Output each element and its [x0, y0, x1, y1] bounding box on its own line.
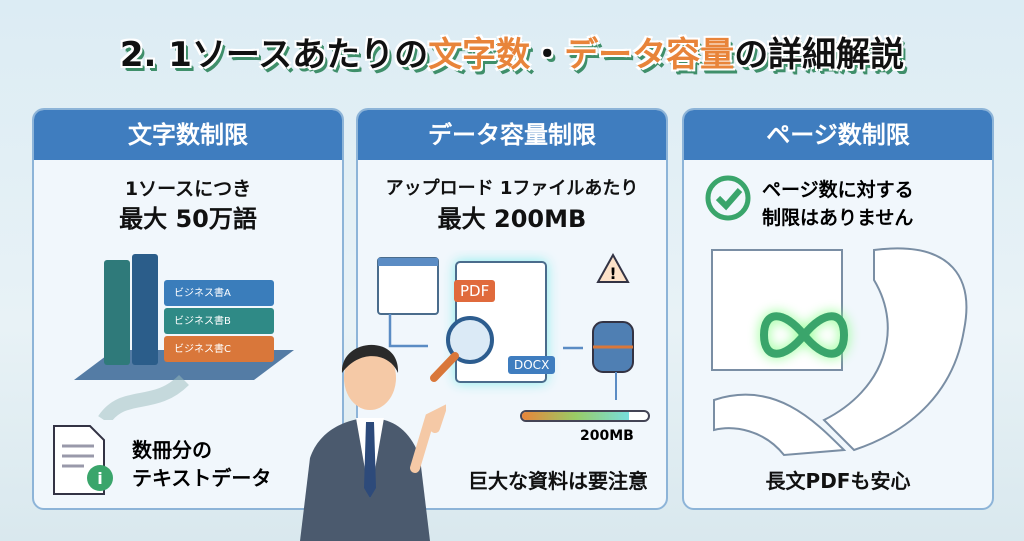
panel-header: データ容量制限 — [358, 110, 666, 160]
book-label: ビジネス書A — [174, 288, 231, 299]
svg-text:!: ! — [609, 264, 616, 283]
panel-header: 文字数制限 — [34, 110, 342, 160]
svg-text:i: i — [97, 469, 102, 488]
title-accent: データ容量 — [564, 35, 735, 75]
panel-subtitle: アップロード 1ファイルあたり最大 200MB — [358, 174, 666, 234]
docx-badge: DOCX — [508, 356, 556, 374]
panel-subtitle: 1ソースにつき最大 50万語 — [34, 174, 342, 234]
subtitle-line: ページ数に対する — [762, 179, 914, 201]
panel-data-size-limit: データ容量制限 アップロード 1ファイルあたり最大 200MB ! PDF DO… — [356, 108, 668, 510]
check-icon — [705, 175, 751, 221]
book-label: ビジネス書B — [174, 316, 231, 327]
caption: 長文PDFも安心 — [765, 469, 911, 493]
caption: 数冊分のテキストデータ — [132, 436, 271, 492]
document-info-icon: i — [53, 425, 113, 495]
caption-line: 数冊分の — [132, 438, 212, 462]
panel-header: ページ数制限 — [684, 110, 992, 160]
subtitle-value: 最大 50万語 — [119, 205, 257, 233]
subtitle-line: 制限はありません — [762, 207, 914, 229]
subtitle-value: 最大 200MB — [437, 205, 587, 233]
businessman-illustration — [300, 344, 446, 541]
title-text: の詳細解説 — [734, 35, 905, 75]
caption: 巨大な資料は要注意 — [468, 469, 648, 493]
book-labels: ビジネス書A ビジネス書B ビジネス書C — [174, 280, 278, 364]
pdf-badge: PDF — [454, 280, 496, 302]
title-accent: 文字数 — [428, 35, 531, 75]
subtitle-line: 1ソースにつき — [124, 178, 252, 200]
pages-infinity-illustration — [711, 247, 968, 457]
panel-page-limit: ページ数制限 ページ数に対する制限はありません 長文PDFも安心 — [682, 108, 994, 510]
caption-line: テキストデータ — [132, 466, 272, 490]
books-illustration — [74, 254, 294, 420]
subtitle-line: アップロード 1ファイルあたり — [385, 178, 639, 199]
panel-subtitle: ページ数に対する制限はありません — [762, 176, 914, 232]
capacity-label: 200MB — [580, 428, 634, 444]
capacity-bar-fill — [522, 412, 630, 420]
capacity-bar — [520, 410, 650, 422]
title-dot: ・ — [530, 35, 565, 75]
panel-character-limit: 文字数制限 1ソースにつき最大 50万語 ビジネス書A ビジネス書B ビジネス書… — [32, 108, 344, 510]
page-title: 2. 1ソースあたりの文字数・データ容量の詳細解説 — [0, 34, 1024, 76]
book-label: ビジネス書C — [174, 344, 231, 355]
title-text: 2. 1ソースあたりの — [119, 35, 429, 75]
